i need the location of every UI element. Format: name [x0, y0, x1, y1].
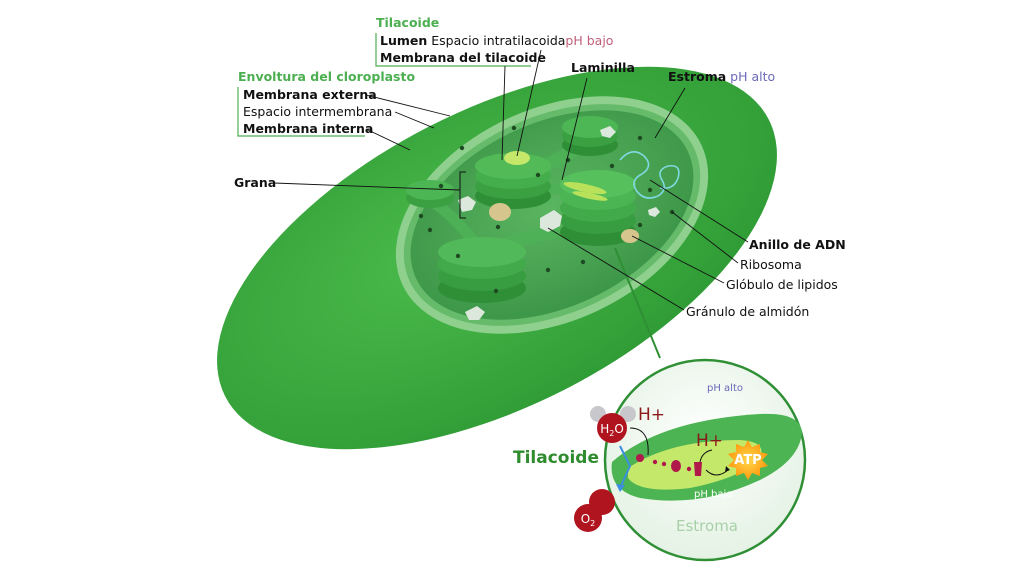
granum-left: [406, 180, 454, 208]
inset-tilacoide-title: Tilacoide: [513, 448, 599, 468]
label-grana: Grana: [234, 175, 276, 190]
ribosomes: [418, 125, 675, 294]
label-envoltura-group: Envoltura del cloroplasto Membrana exter…: [237, 69, 451, 151]
lipid-globule: [621, 229, 639, 243]
leader-laminilla: [561, 77, 588, 181]
chloroplast: [217, 66, 777, 450]
label-membrana-externa: Membrana externa: [243, 87, 377, 102]
o2-label: O2: [581, 512, 596, 528]
starch-granules: [458, 126, 660, 320]
leader-granulo: [547, 227, 685, 311]
grana-bracket: [459, 171, 466, 219]
water-split-arrow: [619, 445, 632, 489]
electron-transport-chain: [629, 427, 730, 476]
label-tilacoide-group: Tilacoide Lumen Espacio intratilacoidapH…: [375, 15, 613, 161]
inset-ph-alto: pH alto: [707, 383, 743, 394]
svg-text:Lumen Espacio intratilacoidapH: Lumen Espacio intratilacoidapH bajo: [380, 33, 613, 48]
thylakoid-lamellae-highlight: [563, 181, 607, 195]
label-tilacoide-header: Tilacoide: [376, 15, 439, 30]
starch-granule: [465, 306, 485, 320]
tilacoide-bracket: [375, 33, 531, 67]
h2o-molecule: H2O: [590, 406, 636, 443]
granum-top-center: [475, 151, 551, 209]
starch-granule: [458, 196, 476, 212]
inset-estroma: Estroma: [676, 517, 738, 535]
h2o-label: H2O: [600, 422, 624, 438]
o2-molecule: O2: [574, 489, 615, 532]
label-anillo-adn: Anillo de ADN: [749, 237, 846, 252]
starch-granule: [600, 126, 616, 138]
dna-ring: [619, 151, 680, 199]
label-laminilla: Laminilla: [571, 60, 635, 75]
label-granulo: Gránulo de almidón: [686, 304, 809, 319]
leader-estroma: [654, 87, 686, 139]
label-envoltura-header: Envoltura del cloroplasto: [238, 69, 415, 84]
leader-anillo: [649, 179, 749, 243]
lipid-globule: [489, 203, 511, 221]
inset-ph-bajo: pH bajo: [694, 489, 732, 500]
label-estroma: Estroma pH alto: [668, 69, 775, 84]
atp-label: ATP: [734, 453, 761, 468]
label-membrana-interna: Membrana interna: [243, 121, 373, 136]
proton-path-2: [699, 449, 713, 463]
granum-center: [560, 170, 636, 246]
lipid-globules: [489, 203, 639, 243]
leader-globulo: [631, 235, 725, 284]
leader-grana: [273, 182, 461, 191]
label-membrana-tilacoide: Membrana del tilacoide: [380, 50, 546, 65]
leader-ribosoma: [671, 211, 739, 264]
zoom-connector: [614, 247, 661, 359]
starch-granule: [648, 207, 660, 217]
label-estroma-ph: pH alto: [730, 69, 775, 84]
label-ribosoma: Ribosoma: [740, 257, 802, 272]
atp-burst: ATP: [728, 440, 768, 480]
inset-h-plus-2: H+: [696, 431, 723, 451]
label-lumen-ph: pH bajo: [565, 33, 613, 48]
label-espacio-intermembrana: Espacio intermembrana: [243, 104, 392, 119]
label-lumen-desc: Espacio intratilacoida: [431, 33, 565, 48]
granum-lower-left: [438, 237, 526, 303]
label-globulo: Glóbulo de lipidos: [726, 277, 838, 292]
thylakoid-inset: ATP H2O O2 H+ H+ pH alto pH bajo Estroma…: [513, 358, 807, 562]
lumen: [504, 151, 530, 165]
starch-granule: [540, 210, 562, 232]
proton-path-1: [629, 427, 649, 456]
envoltura-bracket: [237, 87, 365, 137]
label-lumen: Lumen: [380, 33, 427, 48]
inset-h-plus-1: H+: [638, 405, 665, 425]
